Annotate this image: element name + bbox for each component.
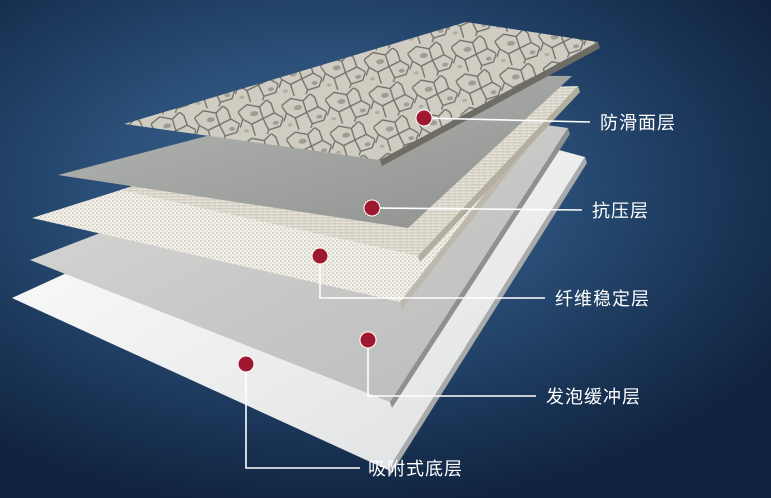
marker-pressure bbox=[363, 199, 381, 217]
leader-line-foam bbox=[367, 340, 536, 397]
foam-layer-edge bbox=[390, 128, 570, 408]
leader-line-anti-slip bbox=[423, 117, 591, 123]
anti-slip-layer bbox=[124, 22, 598, 160]
marker-fiber bbox=[311, 247, 329, 265]
leader-line-pressure bbox=[371, 207, 583, 211]
leader-line-fiber bbox=[319, 256, 545, 299]
marker-anti-slip bbox=[415, 109, 433, 127]
leader-lines bbox=[245, 117, 591, 469]
markers bbox=[237, 109, 433, 373]
marker-foam bbox=[359, 331, 377, 349]
label-foam-layer: 发泡缓冲层 bbox=[546, 387, 641, 408]
label-fiber-layer: 纤维稳定层 bbox=[555, 289, 650, 310]
pressure-layer-edge bbox=[418, 86, 580, 262]
anti-slip-layer-edge bbox=[380, 42, 600, 166]
leader-line-adhesive bbox=[245, 364, 360, 469]
label-pressure-layer: 抗压层 bbox=[592, 201, 649, 222]
marker-adhesive bbox=[237, 355, 255, 373]
label-adhesive-layer: 吸附式底层 bbox=[368, 459, 463, 480]
label-anti-slip-layer: 防滑面层 bbox=[600, 113, 676, 134]
